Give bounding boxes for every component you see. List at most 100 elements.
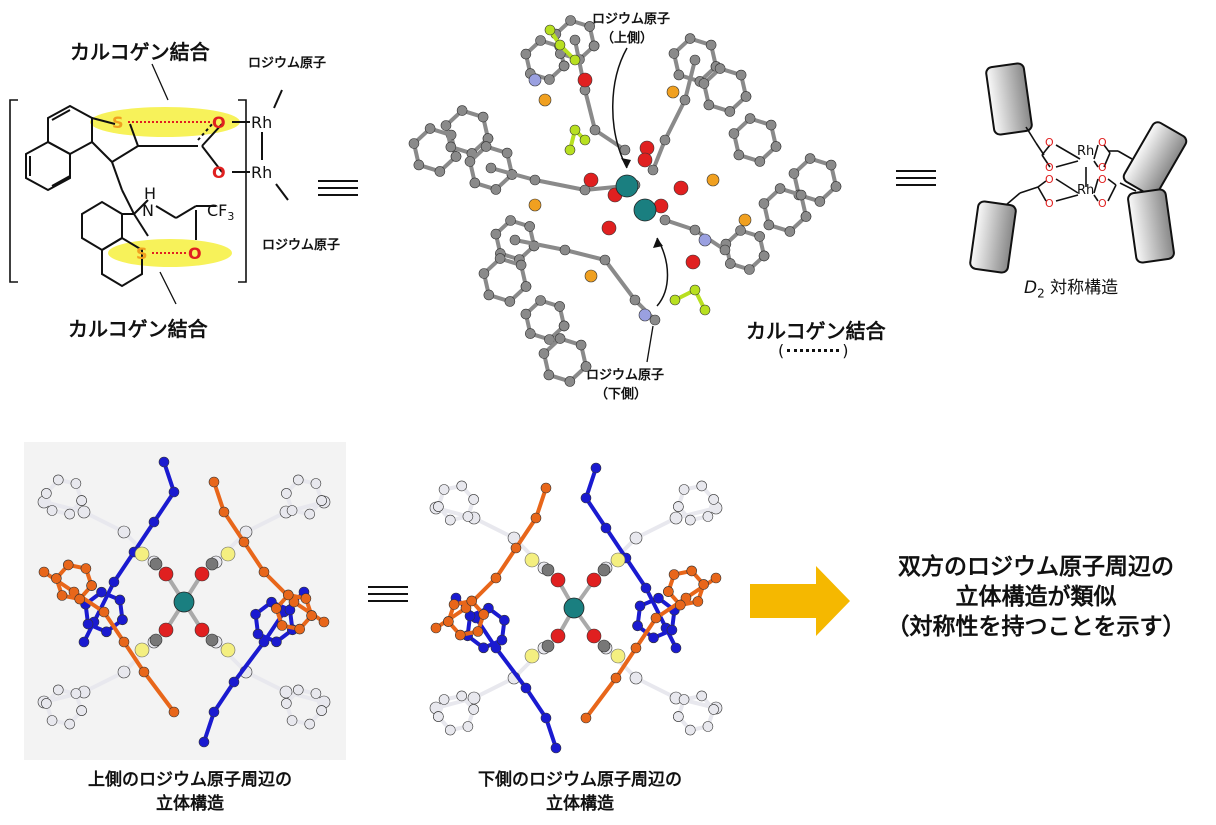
schematic-rh-2: Rh	[1077, 183, 1095, 198]
atom	[733, 149, 745, 161]
chalcogen-bond-label-crystal: カルコゲン結合	[746, 319, 886, 343]
atom	[468, 494, 479, 505]
atom	[728, 128, 740, 139]
atom	[538, 348, 550, 359]
atom	[478, 268, 490, 279]
atom	[168, 706, 180, 718]
atom	[569, 34, 581, 46]
atom	[770, 141, 782, 152]
atom	[462, 721, 474, 732]
lower-rh-structure	[429, 462, 723, 754]
atom	[515, 259, 527, 271]
atom	[649, 314, 661, 326]
atom	[544, 334, 555, 345]
atom	[565, 15, 576, 26]
atom	[673, 501, 684, 512]
oxygen-atom	[637, 152, 653, 168]
atom	[754, 231, 765, 242]
atom	[490, 572, 502, 584]
atom	[292, 684, 304, 696]
atom	[56, 590, 68, 601]
atom	[619, 144, 631, 156]
atom	[316, 705, 327, 716]
atom	[702, 511, 714, 522]
atom	[480, 141, 492, 152]
atom	[558, 320, 570, 332]
rh-atom-upper	[615, 174, 639, 198]
atom	[252, 628, 264, 640]
atom	[698, 579, 709, 590]
atom	[520, 682, 532, 694]
sulfur-atom	[584, 269, 598, 283]
atom	[673, 711, 684, 722]
atom	[467, 691, 481, 705]
atom	[118, 636, 130, 648]
schematic-o-1: O	[1045, 136, 1054, 149]
atom	[705, 39, 717, 51]
atom	[520, 48, 532, 60]
oxygen-atom	[685, 254, 701, 270]
atom	[554, 333, 566, 344]
atom	[599, 254, 611, 266]
atom	[494, 253, 506, 264]
atom	[579, 184, 591, 196]
carbon-atom	[597, 639, 611, 653]
chalcogen-bond-legend: ()	[778, 341, 849, 360]
atom	[456, 480, 468, 492]
atom	[440, 120, 452, 131]
atom	[666, 624, 678, 636]
atom	[250, 608, 261, 620]
atom	[281, 488, 292, 499]
carbon-atom	[541, 639, 555, 653]
atom	[64, 508, 76, 520]
atom	[758, 250, 770, 262]
atom	[469, 177, 481, 189]
atom	[510, 542, 522, 554]
atom	[108, 576, 120, 588]
atom	[520, 281, 532, 292]
atom	[456, 690, 468, 702]
rh-atom-lower	[633, 198, 657, 222]
atom	[304, 718, 316, 730]
rh-atom-2: Rh	[251, 163, 273, 182]
atom	[318, 616, 330, 628]
atom	[466, 595, 478, 607]
atom	[490, 184, 502, 195]
atom	[77, 505, 91, 519]
oxygen-atom	[550, 572, 566, 588]
atom	[544, 24, 556, 36]
atom	[101, 626, 112, 638]
sulfur-atom	[610, 552, 626, 568]
atom	[544, 74, 555, 85]
atom	[630, 642, 642, 654]
atom	[208, 706, 220, 718]
atom	[702, 721, 714, 732]
nitrogen-atom	[528, 73, 542, 87]
schematic-o-6: O	[1098, 161, 1107, 174]
nitrogen-atom: N	[142, 201, 154, 220]
oxygen-atom-1: O	[212, 113, 226, 132]
atom	[540, 482, 552, 494]
sulfur-atom	[738, 213, 752, 227]
atom	[710, 572, 722, 584]
oxygen-atom	[583, 172, 599, 188]
atom	[696, 690, 708, 702]
atom	[294, 623, 306, 635]
atom	[38, 566, 50, 578]
atom	[86, 580, 97, 591]
atom	[286, 505, 298, 516]
oxygen-atom	[194, 566, 210, 582]
rh-atom	[563, 597, 585, 619]
atom	[117, 614, 128, 626]
atom	[316, 495, 327, 506]
atom	[96, 586, 107, 598]
rh-atom	[173, 591, 195, 613]
atom	[579, 134, 591, 146]
atom	[708, 704, 719, 715]
carbon-atom	[597, 563, 611, 577]
atom	[114, 594, 126, 606]
atom	[52, 474, 64, 486]
atom	[744, 113, 756, 124]
sulfur-atom	[134, 642, 150, 658]
atom	[564, 144, 576, 156]
